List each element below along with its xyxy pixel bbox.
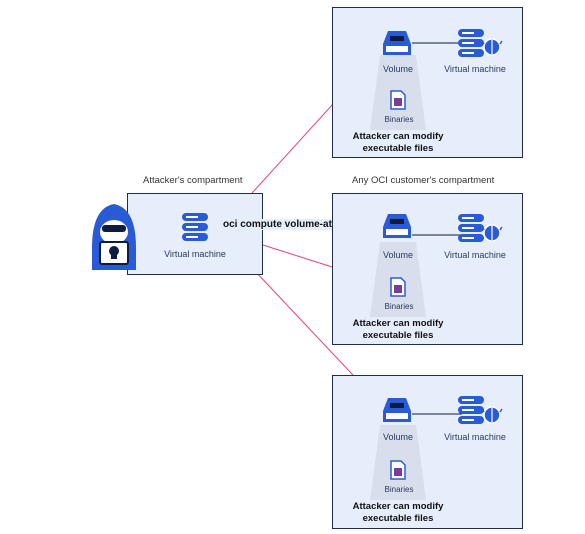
attacker-compartment-label: Attacker's compartment xyxy=(143,175,243,186)
warning-text: Attacker can modify executable files xyxy=(338,131,458,155)
target-compartment-2 xyxy=(332,193,523,345)
volume-label: Volume xyxy=(382,64,414,74)
bug-icon xyxy=(481,38,503,56)
warning-line-2: executable files xyxy=(362,330,434,341)
warning-line-1: Attacker can modify xyxy=(352,501,444,512)
volume-vm-link-2 xyxy=(412,234,462,236)
binary-file-icon xyxy=(390,90,406,110)
server-icon xyxy=(458,396,484,424)
target-vm-label: Virtual machine xyxy=(444,64,506,74)
attacker-vm-label: Virtual machine xyxy=(164,249,226,259)
binary-file-icon xyxy=(390,460,406,480)
binaries-label: Binaries xyxy=(384,115,414,124)
binaries-label: Binaries xyxy=(384,302,414,311)
warning-line-2: executable files xyxy=(362,143,434,154)
hacker-icon xyxy=(92,204,136,270)
server-icon xyxy=(458,214,484,242)
target-compartment-1 xyxy=(332,7,523,158)
binaries-label: Binaries xyxy=(384,485,414,494)
warning-text: Attacker can modify executable files xyxy=(338,318,458,342)
volume-drive-icon xyxy=(383,214,411,238)
warning-line-1: Attacker can modify xyxy=(352,131,444,142)
volume-drive-icon xyxy=(383,31,411,55)
server-icon xyxy=(458,29,484,57)
warning-line-1: Attacker can modify xyxy=(352,318,444,329)
volume-drive-icon xyxy=(383,398,411,422)
attack-command: oci compute volume-attachment xyxy=(221,219,379,230)
warning-line-2: executable files xyxy=(362,513,434,524)
bug-icon xyxy=(481,224,503,242)
target-compartment-3 xyxy=(332,375,523,529)
warning-text: Attacker can modify executable files xyxy=(338,501,458,525)
volume-vm-link-1 xyxy=(412,42,462,44)
server-icon xyxy=(182,213,208,241)
volume-label: Volume xyxy=(382,432,414,442)
binary-file-icon xyxy=(390,277,406,297)
volume-label: Volume xyxy=(382,250,414,260)
target-vm-label: Virtual machine xyxy=(444,432,506,442)
volume-vm-link-3 xyxy=(412,413,462,415)
target-vm-label: Virtual machine xyxy=(444,250,506,260)
bug-icon xyxy=(481,406,503,424)
target-compartment-label: Any OCI customer's compartment xyxy=(352,175,495,186)
